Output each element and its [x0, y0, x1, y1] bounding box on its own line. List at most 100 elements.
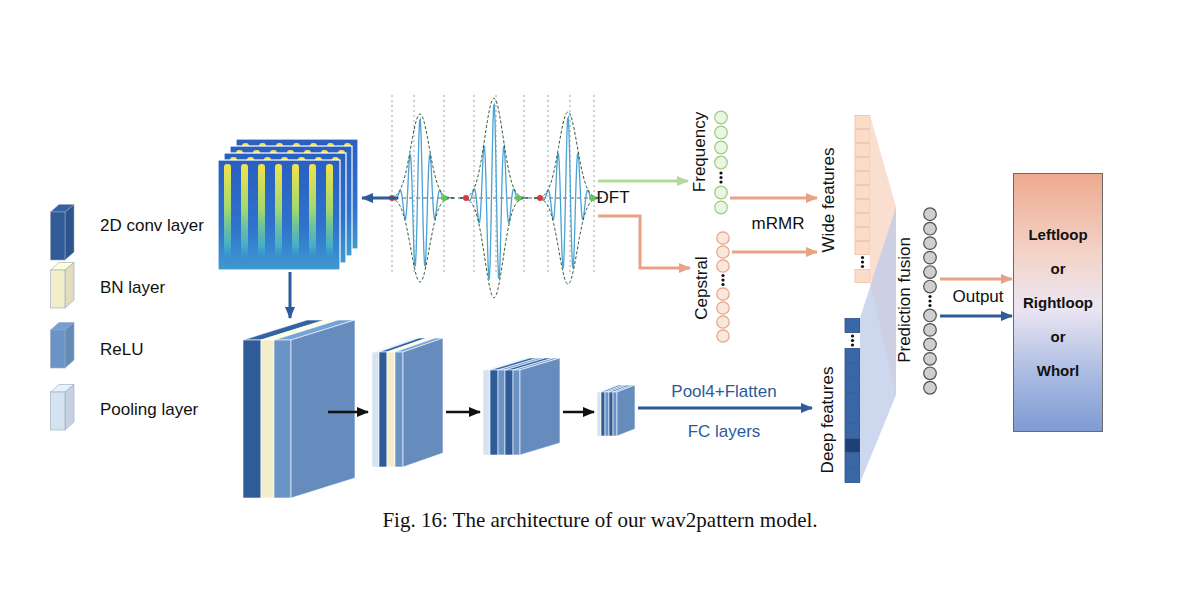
- feature-circle: [924, 251, 937, 264]
- feature-circle: [924, 381, 937, 394]
- figure-caption: Fig. 16: The architecture of our wav2pat…: [0, 507, 1200, 533]
- feature-cell: [845, 454, 860, 468]
- connector-arrow: [732, 251, 817, 254]
- block-arrow: [328, 411, 368, 414]
- layer-front: [613, 392, 617, 436]
- feature-circle: [717, 330, 729, 342]
- swatch-side: [65, 323, 74, 369]
- swatch-side: [65, 205, 74, 261]
- wave-envelope: [460, 98, 528, 198]
- output-box: LeftlooporRightlooporWhorl: [1013, 173, 1103, 432]
- feature-circle: [715, 201, 728, 214]
- wave-signal: [386, 119, 454, 266]
- layer-front: [379, 352, 387, 467]
- feature-circle: [924, 309, 937, 322]
- connectors: [730, 115, 1012, 483]
- legend-text: BN layer: [100, 278, 165, 298]
- block-arrow: [563, 411, 594, 414]
- feature-cell: [855, 186, 870, 199]
- ellipsis-dot: [928, 304, 931, 307]
- feature-cell: [855, 242, 870, 255]
- layer-front: [372, 352, 379, 467]
- ellipsis-dot: [861, 256, 864, 259]
- layer-front: [505, 370, 513, 455]
- feature-cell: [845, 364, 860, 378]
- feature-cell: [855, 214, 870, 227]
- column-heading: Deep features: [818, 367, 838, 474]
- offset-dot: [441, 195, 447, 201]
- swatch-front: [51, 212, 66, 260]
- layer-front: [243, 340, 261, 498]
- swatch-shape: [50, 384, 75, 431]
- annotation-label: Pool4+Flatten: [671, 382, 776, 402]
- feature-circle: [924, 280, 937, 293]
- grid-line: [594, 95, 595, 272]
- grid-line: [444, 95, 445, 272]
- cnn-blocks: [243, 320, 635, 498]
- ellipsis-dot: [719, 171, 722, 174]
- class-name: Rightloop: [1023, 293, 1093, 313]
- spectrogram-stripe: [326, 164, 333, 266]
- legend-swatch: [50, 262, 75, 309]
- wave-signal: [460, 105, 528, 279]
- ellipsis-dot: [851, 343, 854, 346]
- wave-envelope: [534, 112, 602, 198]
- feature-column: Wide features: [818, 115, 870, 283]
- ellipsis-dot: [719, 176, 722, 179]
- spectrogram-stripe: [241, 164, 248, 266]
- feature-circle: [715, 141, 728, 154]
- feature-circle: [715, 111, 728, 124]
- feature-cell: [855, 158, 870, 171]
- legend-text: 2D conv layer: [100, 216, 204, 236]
- ellipsis-dot: [861, 260, 864, 263]
- layer-front: [387, 352, 395, 467]
- offset-dot: [589, 195, 595, 201]
- ellipsis-dot: [719, 180, 722, 183]
- ellipsis-dot: [851, 339, 854, 342]
- swatch-front: [51, 392, 66, 430]
- onset-dot: [463, 195, 469, 201]
- feature-circle: [924, 367, 937, 380]
- ellipsis-dot: [861, 265, 864, 268]
- column-heading: Wide features: [819, 148, 839, 253]
- layer-front: [597, 392, 601, 436]
- grid-line: [474, 95, 475, 272]
- feature-column: Deep features: [818, 318, 860, 483]
- layer-front: [605, 392, 609, 436]
- wave-signal: [534, 117, 602, 267]
- layer-front: [490, 370, 498, 455]
- ellipsis-dot: [928, 299, 931, 302]
- legend-text: ReLU: [100, 340, 143, 360]
- offset-dot: [515, 195, 521, 201]
- wave-envelope: [386, 198, 454, 282]
- ellipsis-dot: [721, 283, 724, 286]
- legend-swatch: [50, 322, 75, 369]
- feature-circle: [715, 126, 728, 139]
- feature-circle: [717, 302, 729, 314]
- spectrogram-stripe: [275, 164, 282, 266]
- feature-cell: [845, 469, 860, 483]
- feature-cell: [855, 130, 870, 143]
- layer-front: [395, 352, 403, 467]
- swatch-shape: [50, 204, 75, 261]
- feature-cell: [855, 228, 870, 241]
- feature-cell: [855, 116, 870, 129]
- feature-circle: [717, 232, 729, 244]
- feature-circle: [717, 316, 729, 328]
- grid-line: [548, 95, 549, 272]
- feature-cell: [845, 439, 860, 453]
- spectrogram-layer: [218, 160, 340, 270]
- spectrogram-stripe: [309, 164, 316, 266]
- connector-arrow: [940, 278, 1012, 281]
- grid-line: [524, 95, 525, 272]
- cnn-input-arrow: [289, 272, 292, 318]
- feature-cell: [845, 424, 860, 438]
- annotation-label: DFT: [596, 188, 629, 208]
- feature-circle: [924, 338, 937, 351]
- ellipsis-dot: [851, 334, 854, 337]
- spectrogram-frame: [218, 160, 340, 270]
- column-heading: Cepstral: [692, 256, 712, 319]
- feature-circle: [715, 156, 728, 169]
- onset-dot: [537, 195, 543, 201]
